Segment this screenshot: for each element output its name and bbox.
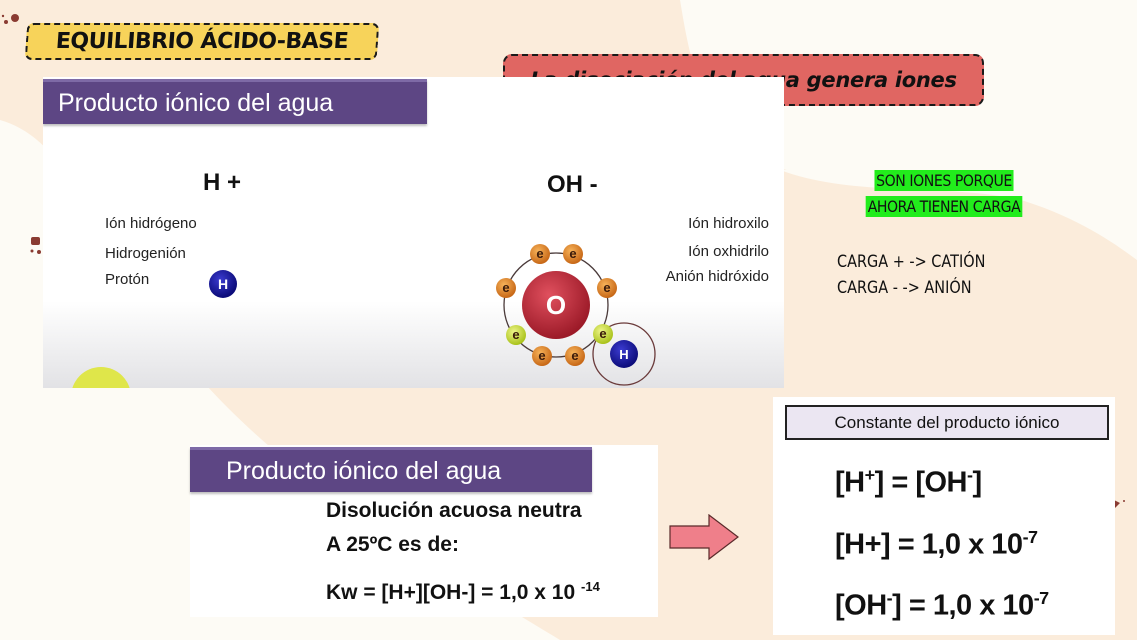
svg-text:e: e bbox=[599, 326, 606, 341]
highlight-note: SON IONES PORQUE AHORA TIENEN CARGA bbox=[860, 168, 1027, 220]
right-arrow-icon bbox=[669, 514, 739, 561]
svg-text:O: O bbox=[546, 290, 566, 320]
hydrogen-ion-name: Ión hidrógeno bbox=[105, 215, 197, 232]
hydroxide-ion-name: Ión hidroxilo bbox=[688, 215, 769, 232]
charge-notes: CARGA + -> CATIÓN CARGA - -> ANIÓN bbox=[837, 249, 985, 301]
hydroxide-ion-name: Ión oxhidrilo bbox=[688, 243, 769, 260]
neutral-solution-text: Disolución acuosa neutra bbox=[326, 499, 582, 522]
svg-text:e: e bbox=[538, 348, 545, 363]
hydrogen-ion-formula: H + bbox=[203, 169, 242, 196]
kw-equation: Kw = [H+][OH-] = 1,0 x 10 -14 bbox=[326, 579, 600, 604]
svg-text:e: e bbox=[536, 246, 543, 261]
slide-title: EQUILIBRIO ÁCIDO-BASE bbox=[24, 23, 380, 60]
decorative-circle bbox=[71, 367, 131, 388]
svg-text:e: e bbox=[603, 280, 610, 295]
ion-definitions-panel: Producto iónico del agua H + Ión hidróge… bbox=[43, 77, 784, 388]
svg-text:e: e bbox=[512, 327, 519, 342]
svg-text:e: e bbox=[502, 280, 509, 295]
svg-text:e: e bbox=[569, 246, 576, 261]
panel-header: Producto iónico del agua bbox=[43, 79, 427, 124]
decorative-speck-icon bbox=[1112, 497, 1126, 509]
decorative-speck-icon bbox=[28, 235, 44, 261]
highlight-line: SON IONES PORQUE bbox=[874, 170, 1014, 191]
equality-equation: [H+] = [OH-] bbox=[835, 465, 982, 499]
highlight-line: AHORA TIENEN CARGA bbox=[865, 196, 1023, 217]
kw-panel: Producto iónico del agua Disolución acuo… bbox=[190, 445, 658, 617]
hydrogen-ion-name: Hidrogenión bbox=[105, 245, 186, 262]
hydrogen-concentration: [H+] = 1,0 x 10-7 bbox=[835, 527, 1038, 561]
panel-header: Constante del producto iónico bbox=[785, 405, 1109, 440]
svg-text:H: H bbox=[619, 347, 628, 362]
decorative-speck-icon bbox=[0, 10, 22, 28]
panel-header: Producto iónico del agua bbox=[190, 447, 592, 492]
hydroxide-ion-formula: OH - bbox=[547, 171, 598, 198]
hydrogen-atom-icon: H bbox=[209, 270, 237, 298]
hydrogen-ion-name: Protón bbox=[105, 271, 150, 288]
hydroxide-molecule-diagram: O e e e e e e e e H bbox=[496, 244, 656, 386]
ionic-constant-panel: Constante del producto iónico [H+] = [OH… bbox=[773, 397, 1115, 635]
hydroxide-concentration: [OH-] = 1,0 x 10-7 bbox=[835, 588, 1049, 622]
anion-line: CARGA - -> ANIÓN bbox=[837, 278, 972, 298]
hydroxide-ion-name: Anión hidróxido bbox=[665, 268, 769, 285]
svg-text:e: e bbox=[571, 348, 578, 363]
cation-line: CARGA + -> CATIÓN bbox=[837, 252, 986, 272]
temperature-text: A 25ºC es de: bbox=[326, 533, 459, 556]
